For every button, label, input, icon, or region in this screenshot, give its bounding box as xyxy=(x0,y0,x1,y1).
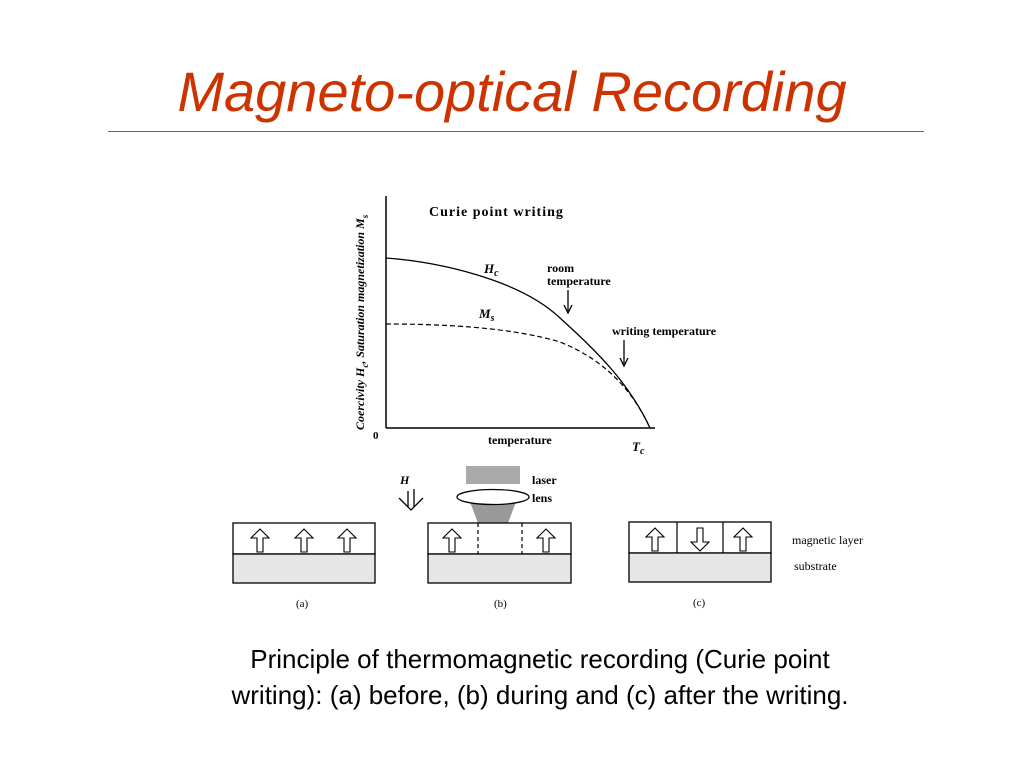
substrate-label: substrate xyxy=(794,559,837,573)
up-arrow-icon xyxy=(249,528,271,553)
ms-sub: s xyxy=(490,313,495,324)
room-temperature-label-1: room xyxy=(547,261,574,275)
laser-label: laser xyxy=(532,473,557,487)
y-label-saturation: , Saturation magnetization M xyxy=(353,218,367,365)
chart-origin-label: 0 xyxy=(373,430,379,442)
stage-b-label: (b) xyxy=(494,598,507,610)
field-label: H xyxy=(399,473,410,487)
room-temperature-arrow xyxy=(563,290,573,315)
hc-curve xyxy=(385,257,651,429)
figure-caption: Principle of thermomagnetic recording (C… xyxy=(100,641,980,713)
stage-a xyxy=(232,522,376,584)
tc-main: T xyxy=(632,439,641,454)
caption-line-1: Principle of thermomagnetic recording (C… xyxy=(250,644,830,674)
writing-temperature-arrow xyxy=(619,340,629,368)
laser-cone xyxy=(470,502,516,523)
tc-sub: c xyxy=(640,446,645,457)
y-label-coercivity: Coercivity H xyxy=(353,367,367,430)
ms-main: M xyxy=(478,306,491,321)
substrate xyxy=(427,553,572,584)
room-temperature-label-2: temperature xyxy=(547,274,611,288)
stage-a-label: (a) xyxy=(296,598,309,610)
chart-title: Curie point writing xyxy=(429,205,564,220)
stage-c-label: (c) xyxy=(693,597,706,609)
hc-curve-label: Hc xyxy=(483,261,499,279)
y-label-saturation-sub: s xyxy=(360,214,370,219)
down-arrow-icon xyxy=(689,527,711,552)
ms-curve-label: Ms xyxy=(478,306,495,324)
chart-y-label: Coercivity Hc, Saturation magnetization … xyxy=(353,214,370,430)
up-arrow-icon xyxy=(644,527,666,552)
magnetic-layer-label: magnetic layer xyxy=(792,533,863,547)
substrate xyxy=(232,553,376,584)
substrate xyxy=(628,552,772,583)
up-arrow-icon xyxy=(441,528,463,553)
svg-text:Coercivity Hc, Saturation mag: Coercivity Hc, Saturation magnetization … xyxy=(353,214,370,430)
up-arrow-icon xyxy=(293,528,315,553)
lens-icon xyxy=(456,488,530,506)
up-arrow-icon xyxy=(535,528,557,553)
up-arrow-icon xyxy=(732,527,754,552)
caption-line-2: writing): (a) before, (b) during and (c)… xyxy=(231,680,849,710)
laser-beam xyxy=(466,466,520,484)
chart-x-label: temperature xyxy=(488,433,552,447)
stage-b xyxy=(427,522,572,584)
curie-temperature-label: Tc xyxy=(632,439,645,457)
applied-field-arrows-icon xyxy=(398,489,424,511)
hc-sub: c xyxy=(494,268,499,279)
hc-main: H xyxy=(483,261,495,276)
stage-c xyxy=(628,521,772,583)
y-label-coercivity-sub: c xyxy=(360,364,370,368)
title-underline xyxy=(108,131,924,132)
up-arrow-icon xyxy=(336,528,358,553)
lens-label: lens xyxy=(532,491,552,505)
ms-curve xyxy=(385,323,651,429)
writing-temperature-label: writing temperature xyxy=(612,324,717,338)
slide-title: Magneto-optical Recording xyxy=(177,60,847,123)
